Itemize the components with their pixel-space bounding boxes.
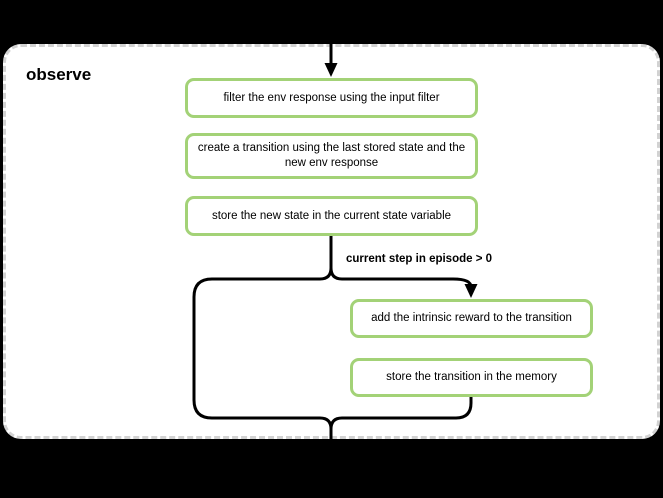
node-store-transition: store the transition in the memory (350, 358, 593, 397)
node-add-intrinsic-reward: add the intrinsic reward to the transiti… (350, 299, 593, 338)
branch-condition-label: current step in episode > 0 (346, 253, 493, 265)
node-store-state: store the new state in the current state… (185, 196, 478, 236)
node-create-transition: create a transition using the last store… (185, 133, 478, 179)
node-filter-env-response: filter the env response using the input … (185, 78, 478, 118)
frame-title: observe (26, 65, 92, 84)
